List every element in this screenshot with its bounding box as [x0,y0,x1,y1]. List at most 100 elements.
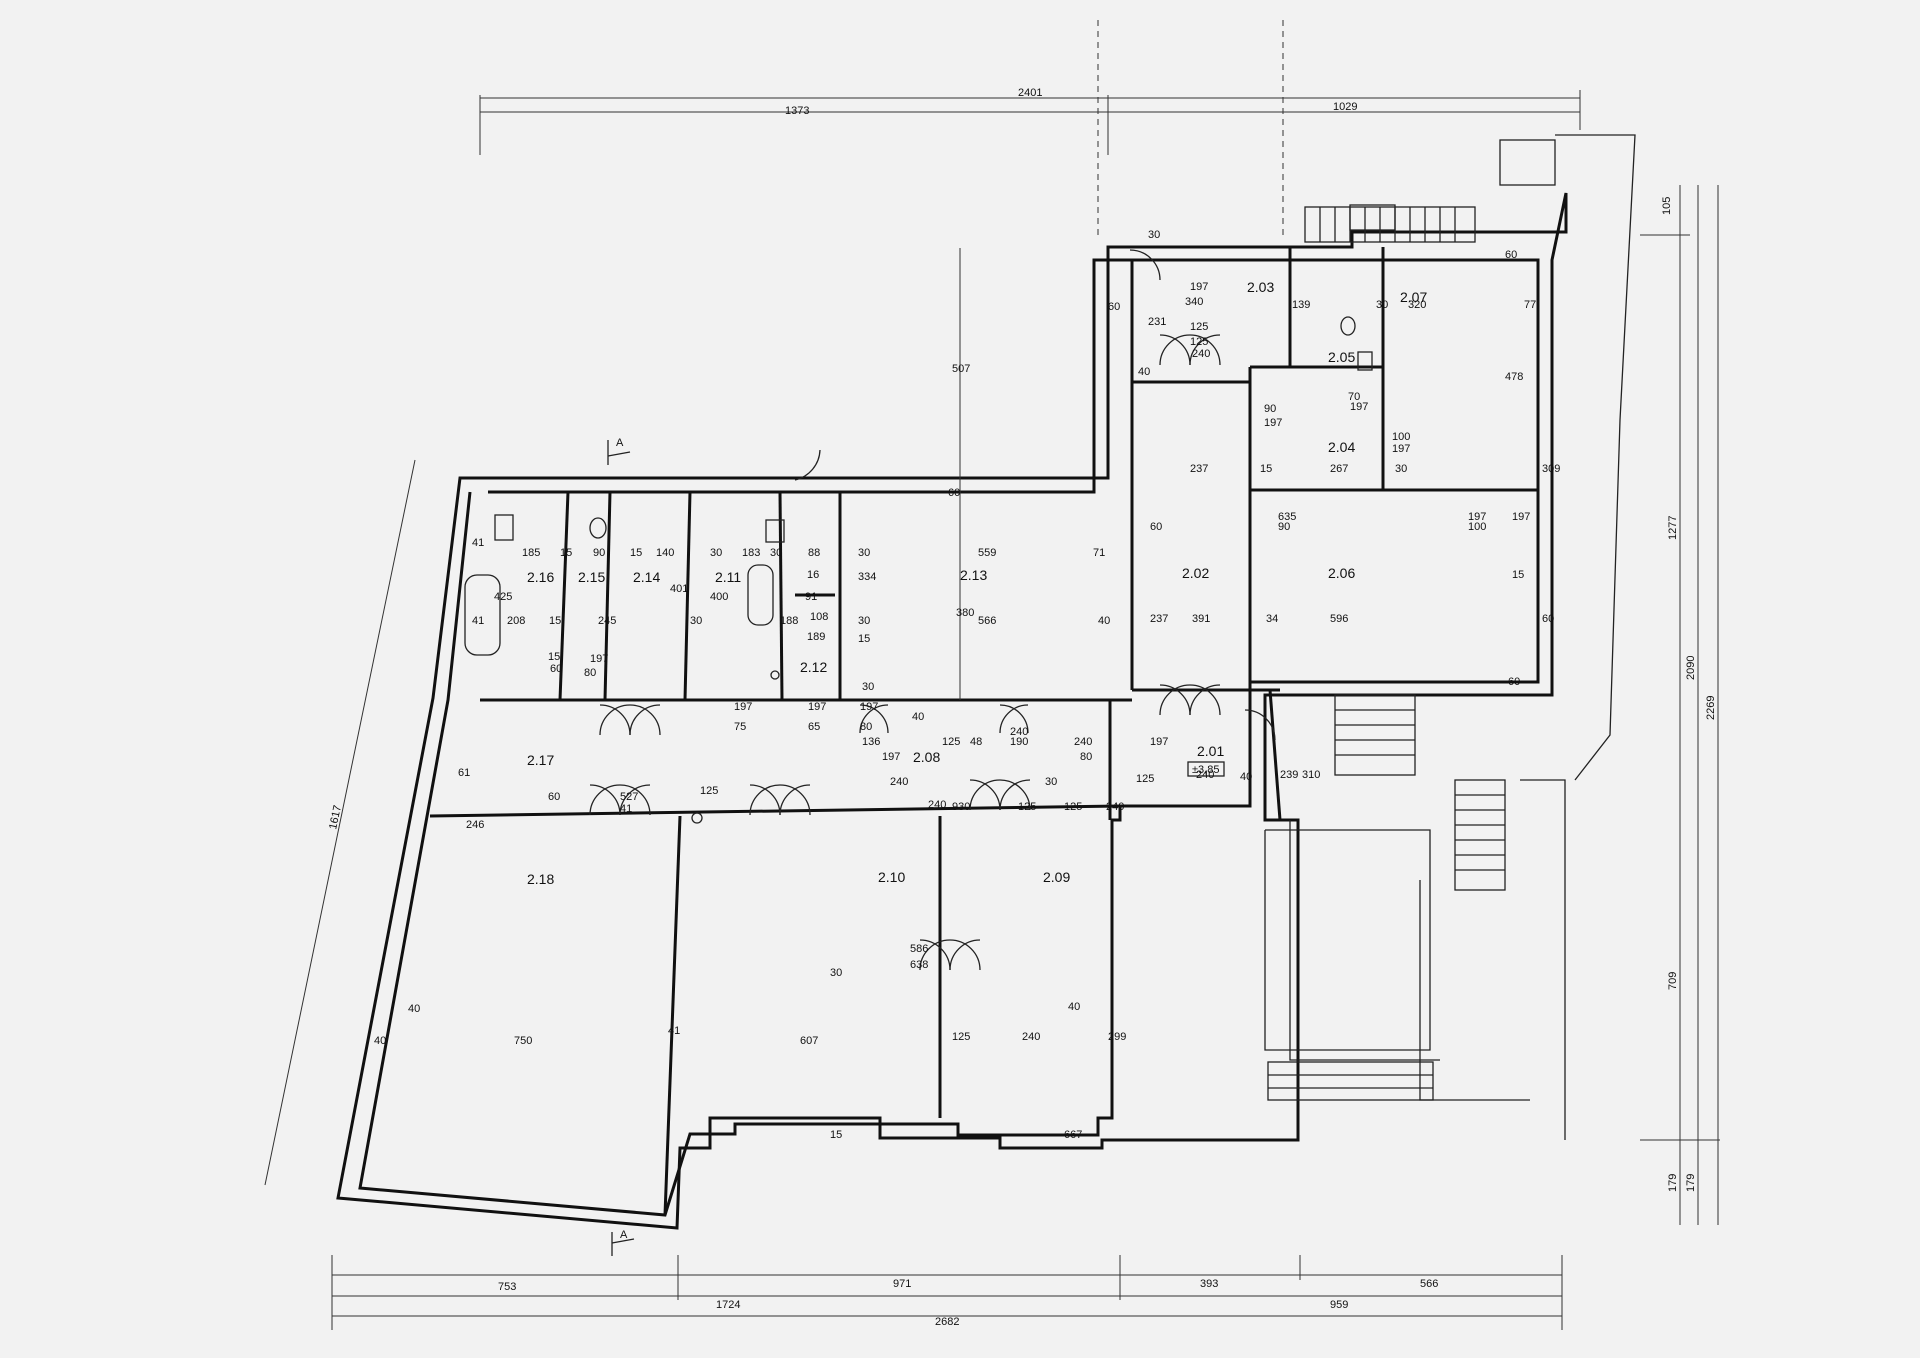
column-icon [691,812,703,824]
room-label: 2.04 [1328,439,1355,455]
dim-text: 15 [549,615,561,627]
dim-text: 125 [1064,801,1082,813]
dim-text: 299 [1108,1031,1126,1043]
dim-text: 60 [548,791,560,803]
staircase-top-right [1349,204,1396,231]
dim-text: 60 [1108,301,1120,313]
dim-text: 105 [1661,197,1673,215]
dim-text: 80 [584,667,596,679]
dim-text: 507 [952,363,970,375]
dim-text: 139 [1292,299,1310,311]
sink-icon [494,514,514,541]
dim-text: 1617 [327,804,344,830]
dim-text: 16 [807,569,819,581]
room-label: 2.06 [1328,565,1355,581]
dim-text: 240 [1192,348,1210,360]
dim-text: 70 [1348,391,1360,403]
dim-text: 310 [1302,769,1320,781]
dim-text: 239 [1280,769,1298,781]
dim-text: 197 [1264,417,1282,429]
dim-text: 750 [514,1035,532,1047]
dim-text: 245 [598,615,616,627]
dim-text: 30 [690,615,702,627]
dim-text: 125 [1190,336,1208,348]
dim-text: 1373 [785,105,809,117]
dim-text: 527 [620,791,638,803]
dim-text: 125 [700,785,718,797]
dim-text: 15 [830,1129,842,1141]
bathtub-icon [747,564,774,626]
dim-text: 208 [507,615,525,627]
dim-text: 1277 [1667,516,1679,540]
room-label: 2.13 [960,567,987,583]
dim-text: 65 [808,721,820,733]
dim-text: 959 [1330,1299,1348,1311]
dim-text: 41 [472,615,484,627]
dim-text: 188 [780,615,798,627]
dim-text: 179 [1667,1174,1679,1192]
dim-text: 30 [858,615,870,627]
level-tag: ±3,85 [1192,764,1219,776]
dim-text: 77 [1524,299,1536,311]
dim-text: 237 [1150,613,1168,625]
column-icon [770,670,780,680]
room-label: 2.15 [578,569,605,585]
dim-text: 930 [952,801,970,813]
room-label: 2.08 [913,749,940,765]
room-label: 2.03 [1247,279,1274,295]
dim-text: 1724 [716,1299,740,1311]
dim-text: 41 [472,537,484,549]
dim-text: 190 [1010,736,1028,748]
dim-text: 566 [1420,1278,1438,1290]
dim-text: 638 [910,959,928,971]
dim-text: 30 [1148,229,1160,241]
room-label: 2.18 [527,871,554,887]
dim-text: 90 [1278,521,1290,533]
dim-text: 340 [1185,296,1203,308]
room-label: 2.14 [633,569,660,585]
dim-text: 400 [710,591,728,603]
room-label: 2.11 [715,569,741,585]
dim-text: 197 [1190,281,1208,293]
dim-text: 30 [830,967,842,979]
dim-text: 320 [1408,299,1426,311]
dimension-texts: 2401 1373 1029 753 971 393 566 1724 959 … [327,87,1717,1328]
dim-text: 635 [1278,511,1296,523]
dim-text: 197 [734,701,752,713]
dim-text: 586 [910,943,928,955]
room-label: 2.09 [1043,869,1070,885]
dim-text: 237 [1190,463,1208,475]
dim-text: 30 [862,681,874,693]
dim-text: 125 [1190,321,1208,333]
toilet-icon [589,517,607,539]
dim-text: 391 [1192,613,1210,625]
dim-text: 393 [1200,1278,1218,1290]
fixtures [464,316,1373,824]
dim-text: 2269 [1705,696,1717,720]
dim-text: 197 [808,701,826,713]
dim-text: 40 [1240,771,1252,783]
stairs [1264,134,1636,1140]
dim-text: 179 [1685,1174,1697,1192]
dim-text: 709 [1667,972,1679,990]
sink-icon [765,519,785,543]
dim-text: 559 [978,547,996,559]
dim-text: 125 [952,1031,970,1043]
dim-text: 125 [1018,801,1036,813]
dim-text: 108 [810,611,828,623]
toilet-icon [1340,316,1356,336]
dim-text: 15 [560,547,572,559]
dim-text: 60 [1508,676,1520,688]
dim-text: 41 [620,803,632,815]
dim-text: 240 [1196,769,1214,781]
dim-text: 309 [1542,463,1560,475]
dim-text: 34 [1266,613,1278,625]
dim-text: 91 [805,591,817,603]
room-label: 2.10 [878,869,905,885]
dim-text: 30 [858,547,870,559]
dim-text: 15 [548,651,560,663]
room-label: 2.07 [1400,289,1427,305]
dim-text: 40 [1138,366,1150,378]
dim-text: 41 [668,1025,680,1037]
